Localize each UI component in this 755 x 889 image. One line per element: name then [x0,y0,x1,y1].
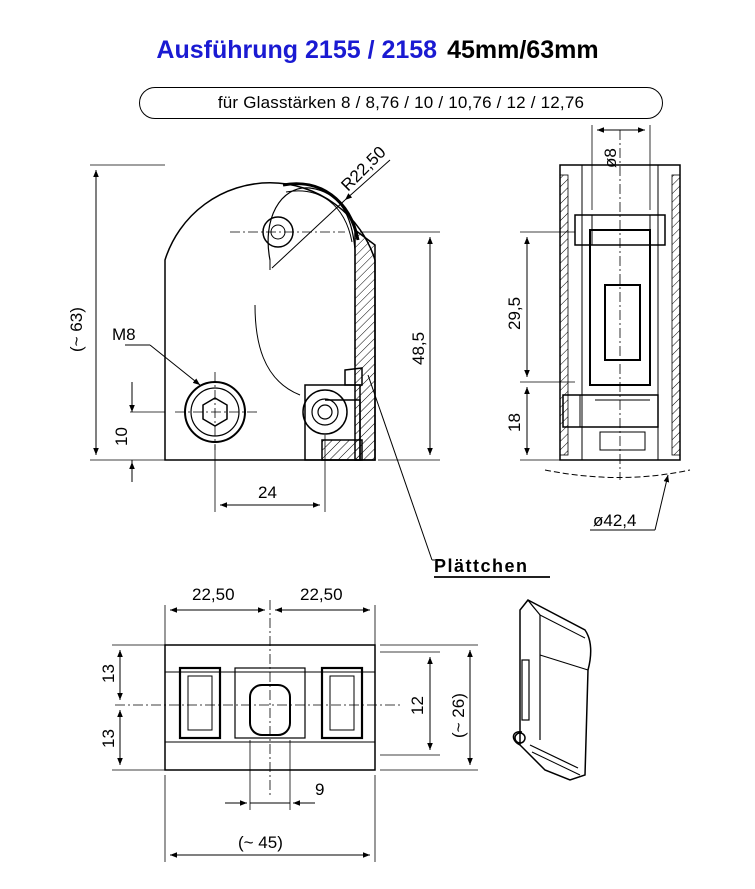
depth-label: (~ 26) [449,693,468,738]
pipe-arc [544,469,691,478]
clamp-body-outline [164,182,376,461]
plate-height-label: 48,5 [409,332,428,365]
upper-height-label: 29,5 [505,297,524,330]
hole-spacing-label: 24 [258,483,277,502]
slot-height-label: 12 [408,696,427,715]
side-view [520,125,691,531]
radius-label: R22,50 [337,143,389,195]
left-half-label: 22,50 [192,585,235,604]
thread-label: M8 [112,325,136,344]
glass-thickness-note: für Glasstärken 8 / 8,76 / 10 / 10,76 / … [139,87,663,119]
drawing-title: Ausführung 2155 / 2158 45mm/63mm [0,36,755,65]
top-view [112,600,478,862]
right-half-label: 22,50 [300,585,343,604]
side-view-labels: ø8 29,5 18 ø42,4 [505,148,636,530]
bolt-height-label: 10 [112,427,131,446]
plate-isometric [512,599,592,781]
pocket-curve [267,187,356,365]
lower-height-label: 18 [505,413,524,432]
side-slot [604,284,641,361]
top-view-labels: 22,50 22,50 13 13 12 (~ 26) 9 (~ 45) [99,585,468,852]
plate-label: Plättchen [434,556,529,576]
slot-width-label: 9 [315,780,324,799]
plate-section [354,228,376,461]
pin-diameter-label: ø8 [601,148,620,168]
set-screw [302,389,348,435]
size-title: 45mm/63mm [447,36,599,64]
model-title: Ausführung 2155 / 2158 [156,36,438,64]
lower-depth-label: 13 [99,729,118,748]
front-view [90,159,440,561]
height-label: (~ 63) [67,307,86,352]
pipe-diameter-label: ø42,4 [593,511,636,530]
upper-depth-label: 13 [99,664,118,683]
width-label: (~ 45) [238,833,283,852]
